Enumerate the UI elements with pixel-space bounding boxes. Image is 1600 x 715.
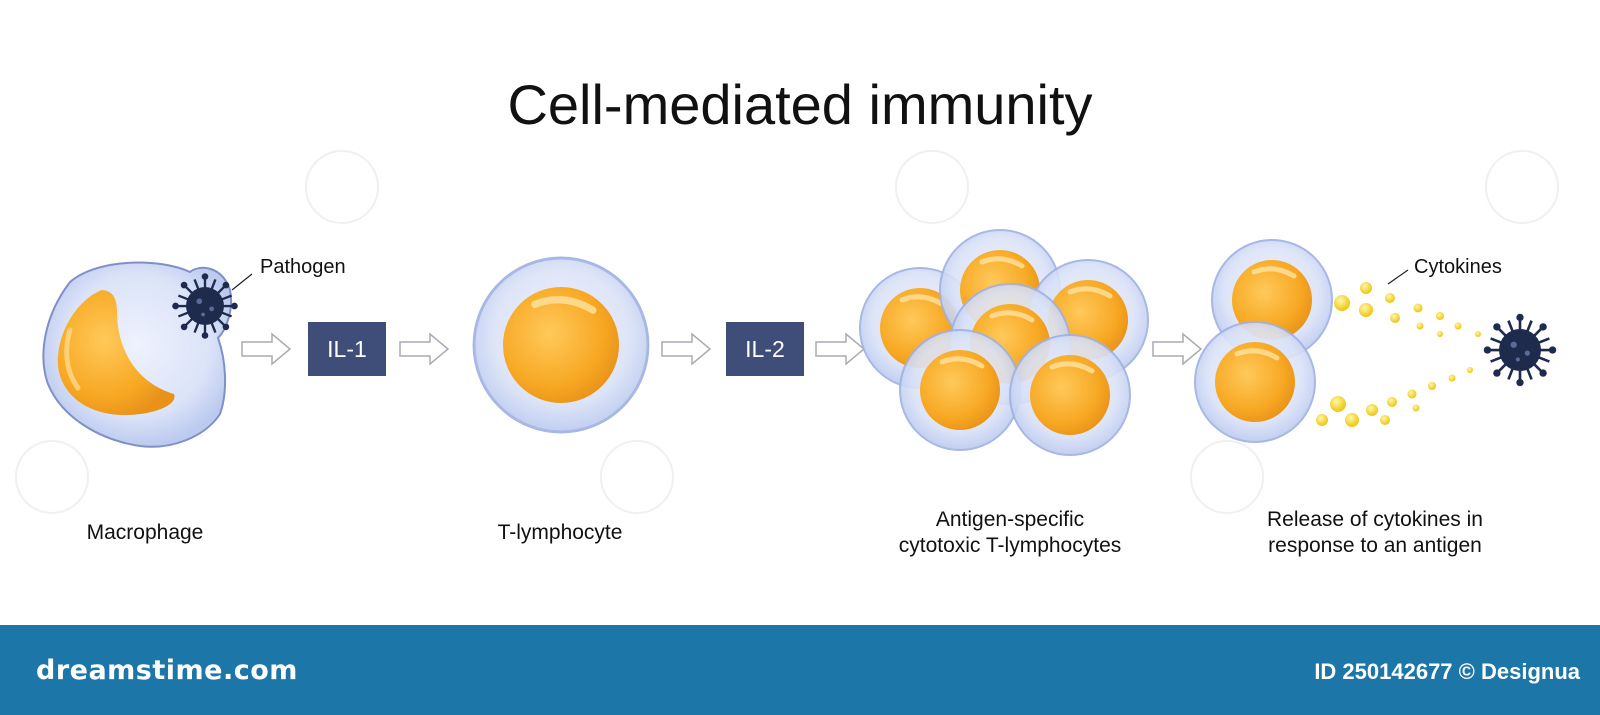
cytotoxic-t-cell-cluster	[860, 230, 1148, 455]
arrow-icon	[241, 333, 291, 365]
t-lymphocyte-label: T-lymphocyte	[497, 521, 623, 544]
diagram-illustration	[42, 0, 1558, 625]
cytokines-label: Cytokines	[1414, 256, 1502, 278]
macrophage-cell	[42, 261, 232, 448]
t-lymphocyte-cell	[474, 258, 648, 432]
cytotoxic-label-line2: cytotoxic T-lymphocytes	[898, 534, 1122, 557]
arrow-icon	[661, 333, 711, 365]
antigen-virus-icon	[1482, 312, 1558, 388]
il-1-signal-box: IL-1	[308, 322, 386, 376]
cytotoxic-t-cells-label: Antigen-specific cytotoxic T-lymphocytes	[860, 507, 1160, 559]
image-credit: ID 250142677 © Designua	[1314, 659, 1580, 684]
release-label-line2: response to an antigen	[1268, 534, 1482, 557]
cytotoxic-label-line1: Antigen-specific	[935, 508, 1085, 531]
diagram-title: Cell-mediated immunity	[507, 73, 1093, 136]
arrow-icon	[399, 333, 449, 365]
release-label-line1: Release of cytokines in	[1267, 508, 1483, 531]
pathogen-icon	[171, 272, 239, 340]
watermark-circle	[1190, 440, 1264, 514]
watermark-circle	[1485, 150, 1559, 224]
pathogen-label: Pathogen	[260, 256, 346, 278]
footer-bar: dreamstime.com ID 250142677 © Designua	[0, 625, 1600, 715]
cytokine-release-label: Release of cytokines in response to an a…	[1230, 507, 1520, 559]
macrophage-label: Macrophage	[86, 521, 204, 544]
il-2-signal-box: IL-2	[726, 322, 804, 376]
pathogen-pointer	[231, 273, 253, 291]
brand-logo: dreamstime.com	[36, 655, 298, 686]
cytokines-pointer	[1387, 269, 1409, 285]
watermark-circle	[895, 150, 969, 224]
watermark-circle	[305, 150, 379, 224]
arrow-icon	[1152, 333, 1202, 365]
watermark-circle	[15, 440, 89, 514]
cytokine-releasing-cells	[1195, 240, 1332, 442]
watermark-circle	[600, 440, 674, 514]
cytokine-particles	[1316, 282, 1481, 427]
arrow-icon	[815, 333, 865, 365]
